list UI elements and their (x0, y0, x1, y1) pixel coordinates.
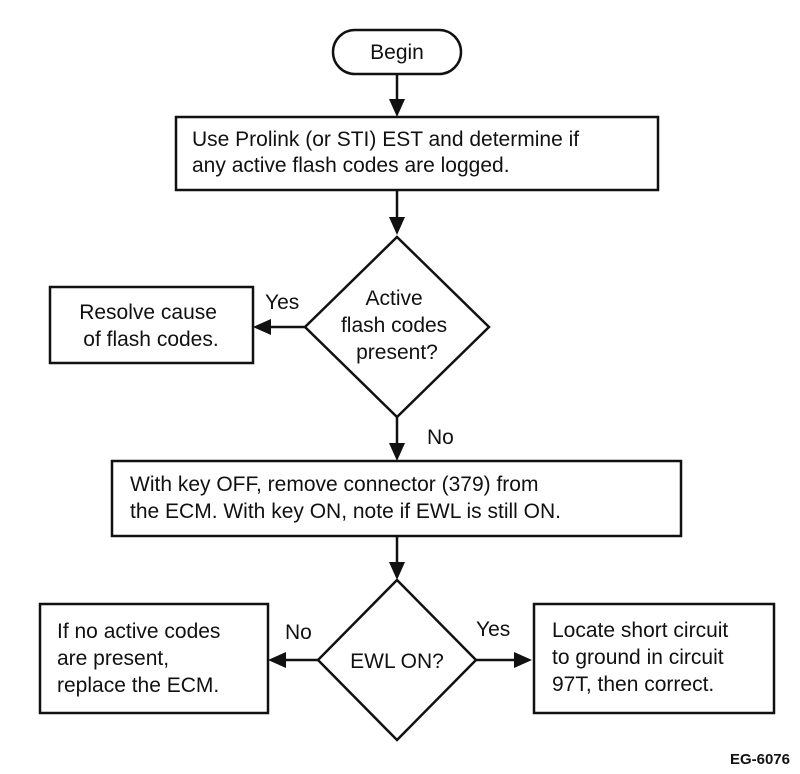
begin-label: Begin (370, 41, 424, 64)
replace-line-2: are present, (57, 647, 169, 670)
decision1-no-label: No (427, 426, 454, 449)
replace-line-3: replace the ECM. (57, 674, 219, 697)
step1-line-1: Use Prolink (or STI) EST and determine i… (192, 128, 579, 151)
resolve-text: Resolve cause of flash codes. (79, 301, 223, 351)
locate-box (532, 602, 776, 715)
decision1-line-3: present? (356, 341, 438, 364)
arrowhead-step2-to-decision2 (389, 562, 405, 580)
decision2-diamond (316, 578, 478, 742)
step1-line-2: any active flash codes are logged. (192, 154, 510, 177)
decision2-no-label: No (285, 621, 312, 644)
figure-reference: EG-6076 (730, 751, 790, 768)
arrowhead-decision2-to-replace (268, 652, 286, 668)
step2-line-1: With key OFF, remove connector (379) fro… (130, 473, 538, 496)
step2-line-2: the ECM. With key ON, note if EWL is sti… (130, 500, 561, 523)
locate-line-3: 97T, then correct. (552, 673, 714, 696)
arrowhead-begin-to-step1 (389, 99, 405, 117)
decision1-text: Active flash codes present? (341, 287, 453, 364)
locate-line-2: to ground in circuit (552, 646, 724, 669)
replace-box (38, 602, 270, 715)
locate-text: Locate short circuit to ground in circui… (552, 619, 734, 696)
decision2-yes-label: Yes (476, 618, 510, 641)
arrowhead-decision2-to-locate (514, 652, 532, 668)
step1-box (174, 115, 660, 192)
step2-box (110, 459, 683, 538)
locate-line-1: Locate short circuit (552, 619, 728, 642)
resolve-line-2: of flash codes. (83, 328, 218, 351)
resolve-line-1: Resolve cause (79, 301, 217, 324)
decision2-text: EWL ON? (350, 650, 444, 673)
replace-text: If no active codes are present, replace … (57, 620, 226, 697)
decision1-yes-label: Yes (265, 291, 299, 314)
replace-line-1: If no active codes (57, 620, 220, 643)
resolve-box (48, 285, 255, 365)
arrowhead-decision1-to-resolve (253, 319, 271, 335)
decision1-line-1: Active (365, 287, 422, 310)
step2-text: With key OFF, remove connector (379) fro… (130, 473, 561, 523)
step1-text: Use Prolink (or STI) EST and determine i… (192, 128, 585, 177)
arrowhead-step1-to-decision1 (389, 217, 405, 235)
decision1-line-2: flash codes (341, 314, 447, 337)
arrowhead-decision1-to-step2 (389, 443, 405, 461)
